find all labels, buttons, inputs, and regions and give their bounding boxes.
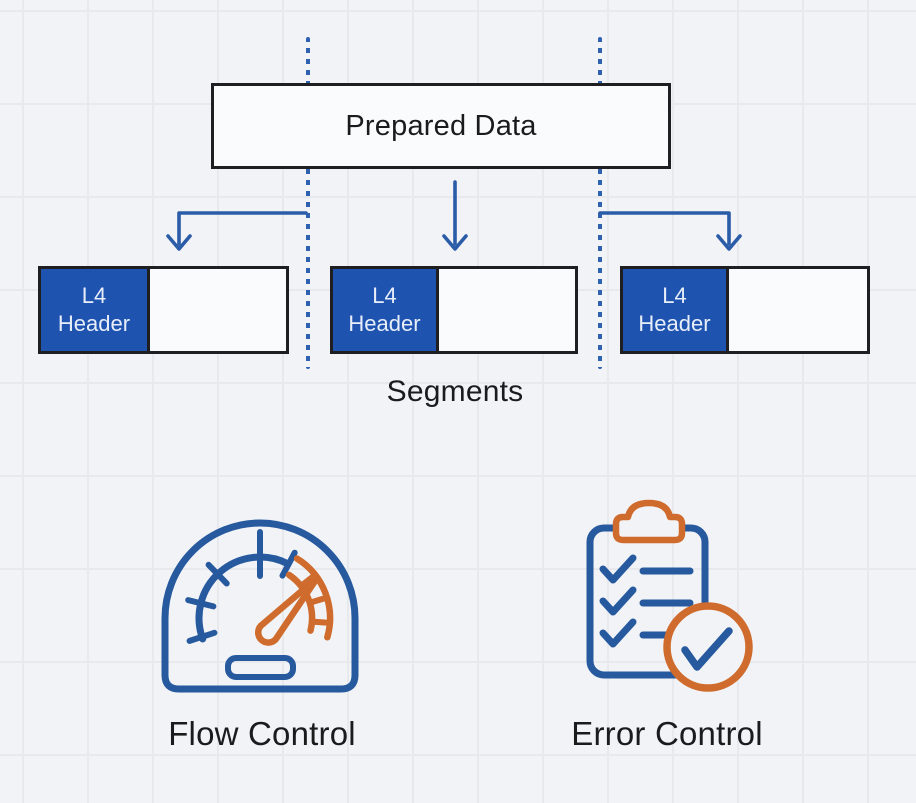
- l4-header-cell: L4 Header: [623, 269, 729, 351]
- segment-payload: [150, 269, 286, 351]
- arrow-center-head-icon: [442, 234, 468, 251]
- l4-header-cell: L4 Header: [333, 269, 439, 351]
- clipboard-checklist-icon: [586, 499, 753, 692]
- segment-cut-line-left: [306, 37, 310, 369]
- l4-header-line2: Header: [348, 311, 421, 336]
- l4-header-cell: L4 Header: [41, 269, 150, 351]
- segment-payload: [439, 269, 575, 351]
- segments-caption: Segments: [386, 375, 524, 408]
- l4-header-line1: L4: [81, 283, 107, 308]
- speedometer-icon: [161, 519, 359, 693]
- arrow-left-head-icon: [166, 234, 192, 251]
- prepared-data-box: Prepared Data: [211, 83, 671, 169]
- segment-box-1: L4 Header: [38, 266, 289, 354]
- l4-header-line1: L4: [372, 283, 397, 308]
- segment-cut-line-right: [598, 37, 602, 369]
- l4-header-line2: Header: [638, 311, 711, 336]
- arrow-left: [177, 211, 308, 246]
- l4-header-line2: Header: [57, 311, 131, 336]
- arrow-right: [598, 211, 731, 246]
- segment-box-3: L4 Header: [620, 266, 870, 354]
- error-control-label: Error Control: [571, 715, 763, 752]
- arrow-right-head-icon: [716, 234, 742, 251]
- segment-payload: [729, 269, 867, 351]
- l4-header-line1: L4: [662, 283, 687, 308]
- prepared-data-label: Prepared Data: [345, 109, 537, 142]
- flow-control-label: Flow Control: [168, 715, 356, 752]
- segment-box-2: L4 Header: [330, 266, 578, 354]
